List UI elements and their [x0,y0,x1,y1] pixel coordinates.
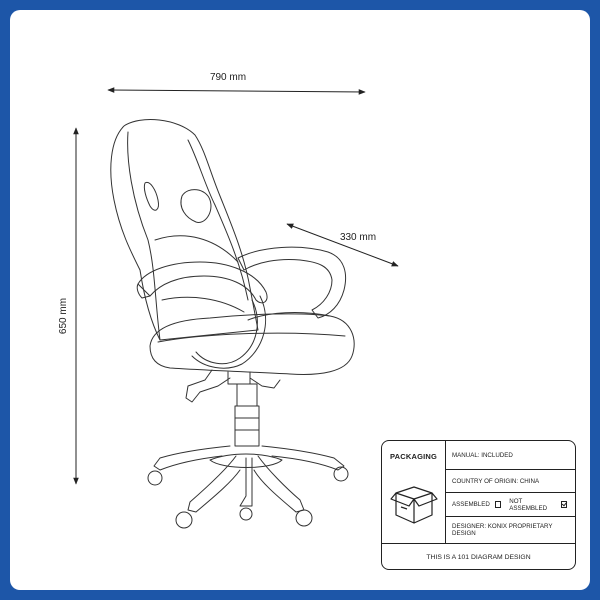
not-assembled-label: NOT ASSEMBLED [509,497,548,512]
assembled-checkbox [494,501,502,508]
packaging-cell: PACKAGING [382,441,446,543]
width-dimension-label: 790 mm [210,72,246,83]
origin-text: COUNTRY OF ORIGIN: CHINA [452,477,540,485]
packaging-title: PACKAGING [389,452,438,461]
depth-dimension-arrow [286,223,399,267]
packaging-info-box: PACKAGING MANUAL: INCLUDED COUNTRY OF OR… [381,440,576,570]
depth-dimension-label: 330 mm [340,232,376,243]
assembled-label: ASSEMBLED [452,501,490,508]
info-box-footer: THIS IS A 101 DIAGRAM DESIGN [382,543,575,571]
assembly-row: ASSEMBLED NOT ASSEMBLED [445,493,575,517]
manual-text: MANUAL: INCLUDED [452,451,513,459]
width-dimension-arrow [107,87,366,95]
origin-row: COUNTRY OF ORIGIN: CHINA [445,470,575,493]
designer-row: DESIGNER: KONIX PROPRIETARY DESIGN [445,517,575,543]
height-dimension-label: 650 mm [58,298,69,334]
footer-text: THIS IS A 101 DIAGRAM DESIGN [426,554,531,561]
not-assembled-checkbox [560,501,567,508]
manual-row: MANUAL: INCLUDED [445,441,575,470]
package-box-icon [390,486,438,524]
office-chair-illustration [110,119,355,529]
designer-text: DESIGNER: KONIX PROPRIETARY DESIGN [452,523,553,537]
